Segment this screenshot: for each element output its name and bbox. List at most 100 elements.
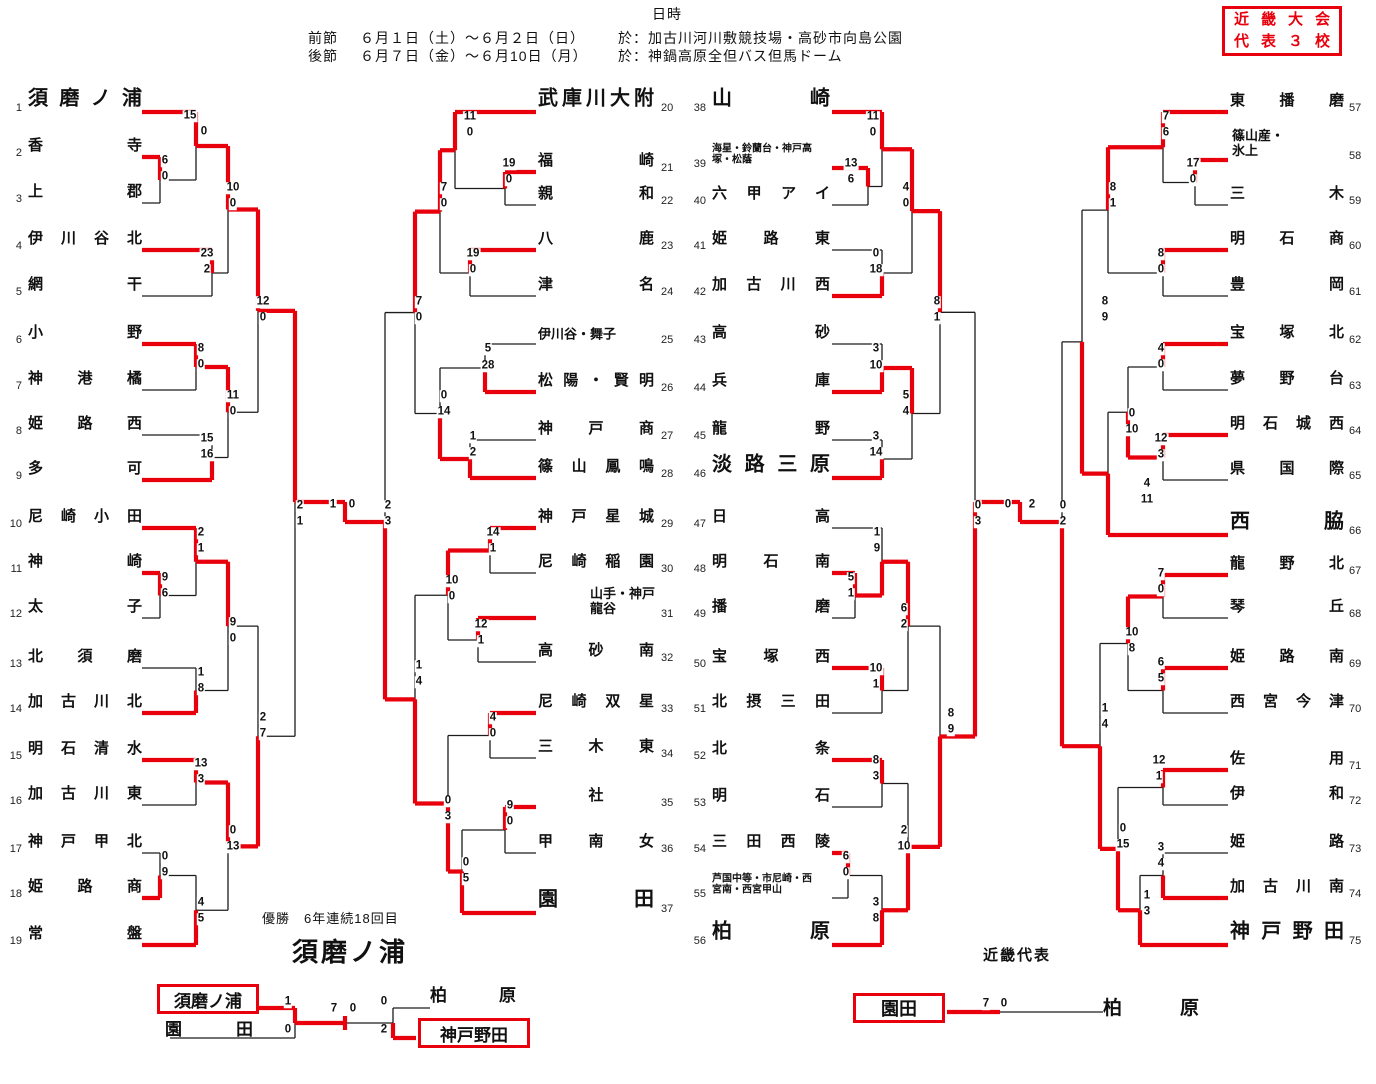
team-name-44: 兵庫 bbox=[712, 372, 830, 390]
score-label: 2 bbox=[202, 263, 212, 276]
bracket-black-lines bbox=[142, 111, 1228, 1039]
score-label: 4 bbox=[196, 896, 206, 909]
score-label: 2 bbox=[1058, 515, 1068, 528]
score-label: 2 bbox=[383, 499, 393, 512]
bracket-winner-lines bbox=[142, 109, 1228, 1041]
team-seed-5: 5 bbox=[15, 286, 22, 298]
score-label: 8 bbox=[932, 295, 942, 308]
team-name-69: 姫路南 bbox=[1230, 648, 1344, 666]
kinki-box-line1: 近畿大会 bbox=[1234, 11, 1330, 29]
score-label: 19 bbox=[465, 247, 481, 260]
score-label: 0 bbox=[258, 311, 268, 324]
score-label: 4 bbox=[1156, 342, 1166, 355]
score-label: 7 bbox=[439, 181, 449, 194]
score-label: 1 bbox=[872, 526, 882, 539]
team-name-66: 西脇 bbox=[1230, 510, 1344, 533]
team-seed-47: 47 bbox=[693, 518, 706, 530]
score-label: 0 bbox=[199, 125, 209, 138]
score-label: 9 bbox=[228, 616, 238, 629]
score-label: 4 bbox=[1142, 477, 1152, 490]
team-name-62: 宝塚北 bbox=[1230, 324, 1344, 342]
score-label: 1 bbox=[196, 666, 206, 679]
team-seed-71: 71 bbox=[1349, 760, 1362, 772]
team-seed-58: 58 bbox=[1349, 150, 1362, 162]
score-label: 0 bbox=[228, 632, 238, 645]
score-label: 8 bbox=[196, 342, 206, 355]
team-name-final-sumanoura: 須磨ノ浦 bbox=[174, 991, 242, 1011]
score-label: 1 bbox=[476, 634, 486, 647]
score-label: 7 bbox=[258, 727, 268, 740]
score-label: 8 bbox=[1100, 295, 1110, 308]
score-label: 8 bbox=[1108, 181, 1118, 194]
team-seed-26: 26 bbox=[661, 382, 674, 394]
team-seed-50: 50 bbox=[693, 658, 706, 670]
score-label: 6 bbox=[846, 173, 856, 186]
kinki-box-line2: 代表３校 bbox=[1234, 33, 1330, 50]
score-label: 3 bbox=[871, 342, 881, 355]
team-name-58: 篠山産・氷上 bbox=[1232, 127, 1285, 158]
team-seed-61: 61 bbox=[1349, 286, 1362, 298]
team-name-48: 明石南 bbox=[712, 553, 830, 571]
score-label: 8 bbox=[196, 682, 206, 695]
score-label: 0 bbox=[196, 358, 206, 371]
score-label: 7 bbox=[1161, 110, 1171, 123]
team-name-31: 山手・神戸龍谷 bbox=[590, 585, 656, 616]
team-name-kinki-sonoda: 園田 bbox=[881, 999, 917, 1019]
score-label: 0 bbox=[228, 405, 238, 418]
team-name-21: 福崎 bbox=[538, 152, 654, 170]
team-seed-73: 73 bbox=[1349, 843, 1362, 855]
score-label: 4 bbox=[488, 711, 498, 724]
score-label: 3 bbox=[196, 773, 206, 786]
score-label: 0 bbox=[160, 850, 170, 863]
team-seed-57: 57 bbox=[1349, 102, 1362, 114]
team-name-10: 尼崎小田 bbox=[28, 508, 142, 526]
team-seed-42: 42 bbox=[693, 286, 706, 298]
score-label: 2 bbox=[258, 711, 268, 724]
score-label: 10 bbox=[444, 574, 460, 587]
score-label: 14 bbox=[436, 405, 452, 418]
kinki-rep-label: 近畿代表 bbox=[983, 947, 1052, 964]
final-sumanoura-box: 須磨ノ浦 bbox=[157, 984, 259, 1014]
score-label: 8 bbox=[1156, 247, 1166, 260]
team-name-7: 神港橘 bbox=[28, 370, 142, 388]
score-label: 13 bbox=[843, 157, 859, 170]
score-label: 1 bbox=[871, 678, 881, 691]
team-seed-1: 1 bbox=[15, 102, 22, 114]
team-seed-22: 22 bbox=[661, 195, 674, 207]
final-sonoda-label: 園田 bbox=[165, 1020, 253, 1039]
score-label: 3 bbox=[1156, 448, 1166, 461]
team-name-55: 芦国中等・市尼崎・西宮南・西宮甲山 bbox=[712, 873, 812, 896]
team-name-54: 三田西陵 bbox=[712, 833, 830, 851]
team-name-32: 高砂南 bbox=[538, 642, 654, 660]
score-label: 1 bbox=[1154, 770, 1164, 783]
team-seed-8: 8 bbox=[15, 425, 22, 437]
score-label: 1 bbox=[283, 995, 293, 1008]
team-name-67: 龍野北 bbox=[1230, 555, 1344, 573]
team-name-59: 三木 bbox=[1230, 185, 1344, 203]
team-seed-70: 70 bbox=[1349, 703, 1362, 715]
schedule-row2-venue: 於：神鍋高原全但バス但馬ドーム bbox=[618, 48, 843, 64]
score-label: 2 bbox=[379, 1023, 389, 1036]
team-name-39: 海星・鈴蘭台・神戸高塚・松蔭 bbox=[712, 143, 812, 166]
score-label: 1 bbox=[1142, 889, 1152, 902]
score-label: 4 bbox=[1156, 857, 1166, 870]
team-name-37: 園田 bbox=[538, 888, 654, 911]
team-seed-7: 7 bbox=[15, 380, 22, 392]
score-label: 8 bbox=[1127, 642, 1137, 655]
champion-name: 須磨ノ浦 bbox=[292, 937, 409, 967]
team-name-57: 東播磨 bbox=[1230, 92, 1344, 110]
score-label: 6 bbox=[1161, 126, 1171, 139]
team-seed-62: 62 bbox=[1349, 334, 1362, 346]
score-label: 0 bbox=[871, 247, 881, 260]
score-label: 10 bbox=[868, 662, 884, 675]
score-label: 0 bbox=[504, 173, 514, 186]
team-name-8: 姫路西 bbox=[28, 415, 142, 433]
score-label: 23 bbox=[199, 247, 215, 260]
team-seed-16: 16 bbox=[9, 795, 22, 807]
team-seed-53: 53 bbox=[693, 797, 706, 809]
team-seed-24: 24 bbox=[661, 286, 674, 298]
score-label: 1 bbox=[328, 498, 338, 511]
team-seed-40: 40 bbox=[693, 195, 706, 207]
team-seed-72: 72 bbox=[1349, 795, 1362, 807]
